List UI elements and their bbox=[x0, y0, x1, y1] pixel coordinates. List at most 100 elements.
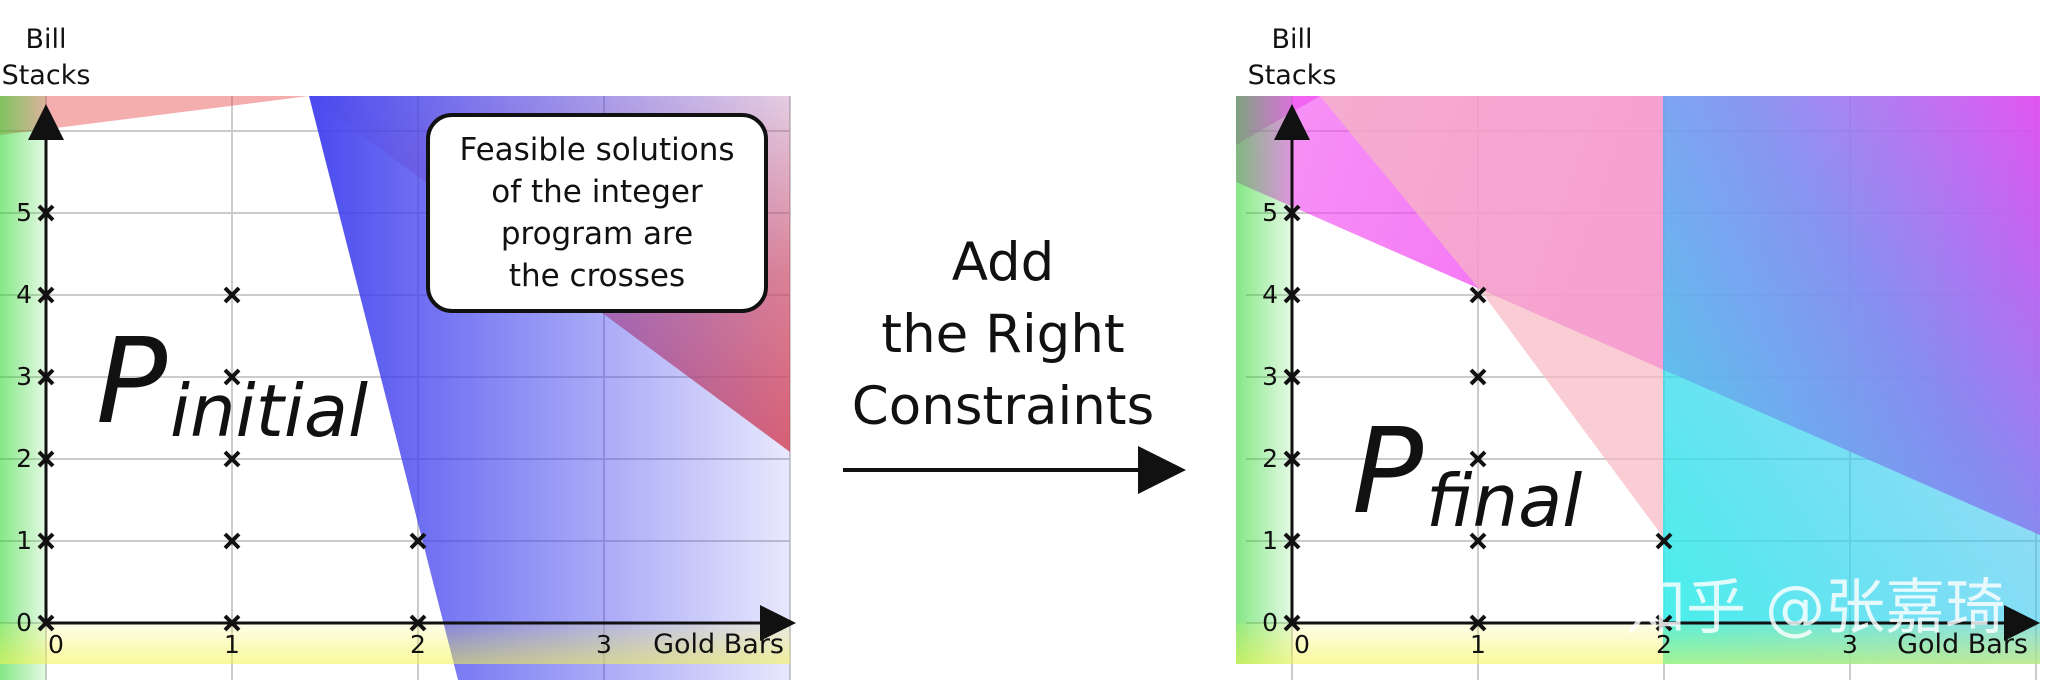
left-cross-marker bbox=[223, 368, 241, 386]
right-y-axis-title-line-1: Bill bbox=[1271, 24, 1312, 55]
cross-stroke bbox=[1469, 450, 1487, 468]
right-cross-marker bbox=[1283, 204, 1301, 222]
cross-stroke bbox=[37, 614, 55, 632]
cross-stroke bbox=[223, 614, 241, 632]
cross-stroke bbox=[37, 286, 55, 304]
cross-stroke bbox=[1469, 286, 1487, 304]
constraint-region-red-upper bbox=[0, 96, 309, 135]
cross-stroke bbox=[37, 532, 55, 550]
left-y-tick-label: 1 bbox=[16, 526, 32, 555]
cross-stroke bbox=[409, 614, 427, 632]
arrow-text-line-2: the Right bbox=[881, 304, 1124, 365]
right-region-letter: P bbox=[1352, 402, 1423, 540]
cross-stroke bbox=[223, 450, 241, 468]
cross-stroke bbox=[1283, 532, 1301, 550]
cross-stroke bbox=[223, 368, 241, 386]
right-x-tick-label: 2 bbox=[1656, 630, 1672, 659]
right-cross-marker bbox=[1283, 532, 1301, 550]
constraint-region-pink bbox=[1320, 96, 1663, 537]
left-cross-marker bbox=[409, 614, 427, 632]
cross-stroke bbox=[1655, 614, 1673, 632]
left-x-tick-label: 0 bbox=[48, 630, 64, 659]
left-x-tick-label: 2 bbox=[410, 630, 426, 659]
right-cross-marker bbox=[1655, 614, 1673, 632]
left-x-tick-label: 3 bbox=[596, 630, 612, 659]
cross-stroke bbox=[1655, 532, 1673, 550]
callout-line-2: of the integer bbox=[491, 174, 703, 210]
left-cross-marker bbox=[223, 450, 241, 468]
left-cross-marker bbox=[223, 286, 241, 304]
right-y-tick-label: 2 bbox=[1262, 444, 1278, 473]
cross-stroke bbox=[1283, 614, 1301, 632]
left-cross-marker bbox=[37, 286, 55, 304]
cross-stroke bbox=[1469, 614, 1487, 632]
cross-stroke bbox=[1283, 450, 1301, 468]
left-tick-labels: 0 1 2 3 0 1 2 3 4 5 bbox=[16, 198, 612, 659]
left-region-label: P initial bbox=[96, 312, 368, 453]
right-x-tick-label: 3 bbox=[1842, 630, 1858, 659]
right-y-tick-label: 3 bbox=[1262, 362, 1278, 391]
left-cross-marker bbox=[37, 450, 55, 468]
callout-box: Feasible solutions of the integer progra… bbox=[426, 113, 768, 313]
left-cross-marker bbox=[37, 368, 55, 386]
left-cross-marker bbox=[37, 204, 55, 222]
right-cross-marker bbox=[1283, 450, 1301, 468]
constraint-region-yellow bbox=[1236, 623, 2040, 664]
constraint-region-cyan bbox=[1663, 96, 2040, 664]
right-x-tick-label: 1 bbox=[1470, 630, 1486, 659]
right-cross-marker bbox=[1283, 286, 1301, 304]
left-y-axis-title-line-2: Stacks bbox=[2, 60, 91, 91]
constraint-region-yellow bbox=[0, 623, 790, 664]
left-y-tick-label: 0 bbox=[16, 608, 32, 637]
right-cross-marker bbox=[1469, 368, 1487, 386]
callout-line-3: program are bbox=[501, 216, 693, 252]
right-cross-marker bbox=[1283, 368, 1301, 386]
cross-stroke bbox=[223, 532, 241, 550]
right-integer-points bbox=[1283, 204, 1673, 632]
right-cross-marker bbox=[1655, 532, 1673, 550]
right-y-axis-title-line-2: Stacks bbox=[1248, 60, 1337, 91]
left-cross-marker bbox=[409, 532, 427, 550]
constraint-region-green bbox=[1236, 96, 1292, 664]
callout-line-1: Feasible solutions bbox=[459, 132, 734, 168]
right-cross-marker bbox=[1469, 450, 1487, 468]
right-y-tick-label: 0 bbox=[1262, 608, 1278, 637]
left-y-tick-label: 2 bbox=[16, 444, 32, 473]
left-x-axis-title: Gold Bars bbox=[653, 629, 784, 660]
left-region-subscript: initial bbox=[170, 369, 368, 453]
right-cross-marker bbox=[1469, 614, 1487, 632]
left-y-axis-title-line-1: Bill bbox=[25, 24, 66, 55]
left-panel: Feasible solutions of the integer progra… bbox=[0, 24, 796, 680]
right-x-axis-title: Gold Bars bbox=[1897, 629, 2028, 660]
cross-stroke bbox=[409, 532, 427, 550]
cross-stroke bbox=[223, 286, 241, 304]
right-region-label: P final bbox=[1352, 402, 1582, 543]
cross-stroke bbox=[1283, 204, 1301, 222]
right-y-tick-label: 4 bbox=[1262, 280, 1278, 309]
left-y-tick-label: 3 bbox=[16, 362, 32, 391]
arrow-text-line-1: Add bbox=[952, 232, 1055, 293]
right-cross-marker bbox=[1469, 532, 1487, 550]
cross-stroke bbox=[37, 368, 55, 386]
left-cross-marker bbox=[37, 532, 55, 550]
left-region-letter: P bbox=[96, 312, 167, 450]
right-cross-marker bbox=[1469, 286, 1487, 304]
cross-stroke bbox=[37, 204, 55, 222]
cross-stroke bbox=[1283, 368, 1301, 386]
left-y-tick-label: 5 bbox=[16, 198, 32, 227]
cross-stroke bbox=[37, 450, 55, 468]
right-x-tick-label: 0 bbox=[1294, 630, 1310, 659]
left-x-tick-label: 1 bbox=[224, 630, 240, 659]
left-cross-marker bbox=[223, 532, 241, 550]
cross-stroke bbox=[1283, 286, 1301, 304]
left-integer-points bbox=[37, 204, 427, 632]
cross-stroke bbox=[1469, 532, 1487, 550]
arrow-text-line-3: Constraints bbox=[852, 376, 1154, 437]
callout-line-4: the crosses bbox=[509, 258, 685, 294]
cross-stroke bbox=[1469, 368, 1487, 386]
right-region-subscript: final bbox=[1426, 459, 1582, 543]
left-y-tick-label: 4 bbox=[16, 280, 32, 309]
